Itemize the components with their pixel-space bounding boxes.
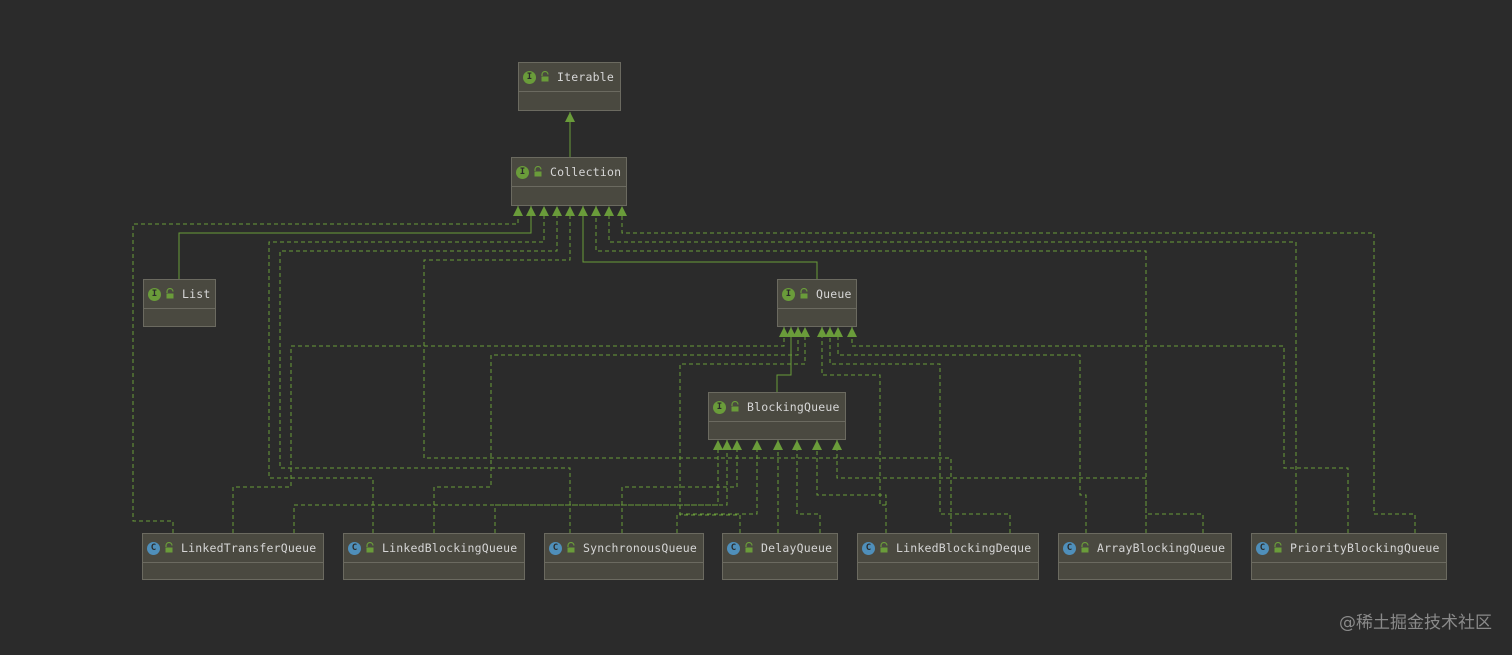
node-label: List (182, 287, 211, 301)
node-label: Queue (816, 287, 852, 301)
arrowhead-icon (832, 440, 842, 450)
lock-icon (880, 542, 888, 553)
interface-badge-icon: I (523, 70, 536, 84)
arrowhead-icon (617, 206, 627, 216)
arrowhead-icon (591, 206, 601, 216)
edge-line-15 (837, 327, 1087, 533)
class-badge-icon: C (348, 541, 361, 555)
node-label: LinkedBlockingDeque (896, 541, 1032, 555)
edge-line-20 (621, 440, 738, 533)
node-delayqueue[interactable]: C DelayQueue (722, 533, 838, 580)
edge-line-11 (232, 327, 785, 533)
edge-line-8 (595, 206, 1147, 533)
node-label: DelayQueue (761, 541, 833, 555)
class-badge-icon: C (1063, 541, 1076, 555)
edge-line-6 (279, 206, 571, 533)
edge-line-21 (676, 440, 758, 533)
node-label: LinkedTransferQueue (181, 541, 317, 555)
edge-line-10 (621, 206, 1416, 533)
edge-line-13 (679, 327, 806, 533)
edge-line-24 (816, 440, 887, 533)
edge-line-1 (178, 206, 532, 279)
lock-icon (567, 542, 575, 553)
arrowhead-icon (792, 440, 802, 450)
arrowhead-icon (565, 206, 575, 216)
class-badge-icon: C (147, 541, 160, 555)
lock-icon (534, 166, 542, 177)
node-label: BlockingQueue (747, 400, 840, 414)
node-synchronousqueue[interactable]: C SynchronousQueue (544, 533, 704, 580)
arrowhead-icon (526, 206, 536, 216)
edge-line-9 (608, 206, 1297, 533)
class-badge-icon: C (727, 541, 740, 555)
lock-icon (800, 288, 808, 299)
node-arrayblockingqueue[interactable]: C ArrayBlockingQueue (1058, 533, 1232, 580)
arrowhead-icon (773, 440, 783, 450)
node-linkedblockingdeque[interactable]: C LinkedBlockingDeque (857, 533, 1039, 580)
arrowhead-icon (825, 327, 835, 337)
interface-badge-icon: I (713, 400, 726, 414)
lock-icon (731, 401, 739, 412)
node-linkedblockingqueue[interactable]: C LinkedBlockingQueue (343, 533, 525, 580)
node-collection[interactable]: I Collection (511, 157, 627, 206)
node-priorityblockingqueue[interactable]: C PriorityBlockingQueue (1251, 533, 1447, 580)
edge-line-5 (268, 206, 545, 533)
interface-badge-icon: I (516, 165, 529, 179)
edge-line-7 (423, 206, 952, 533)
arrowhead-icon (833, 327, 843, 337)
edge-line-23 (796, 440, 821, 533)
edge-line-16 (851, 327, 1349, 533)
lock-icon (366, 542, 374, 553)
node-label: PriorityBlockingQueue (1290, 541, 1440, 555)
lock-icon (166, 288, 174, 299)
node-linkedtransferqueue[interactable]: C LinkedTransferQueue (142, 533, 324, 580)
edge-line-17 (829, 327, 1011, 533)
arrowhead-icon (604, 206, 614, 216)
edge-line-19 (494, 440, 728, 533)
interface-badge-icon: I (782, 287, 795, 301)
arrowhead-icon (793, 327, 803, 337)
arrowhead-icon (812, 440, 822, 450)
node-list[interactable]: I List (143, 279, 216, 327)
arrowhead-icon (722, 440, 732, 450)
arrowhead-icon (539, 206, 549, 216)
arrowhead-icon (513, 206, 523, 216)
interface-badge-icon: I (148, 287, 161, 301)
class-badge-icon: C (862, 541, 875, 555)
arrowhead-icon (752, 440, 762, 450)
arrowhead-icon (565, 112, 575, 122)
node-label: Iterable (557, 70, 614, 84)
lock-icon (745, 542, 753, 553)
edge-line-25 (836, 440, 1204, 533)
node-label: LinkedBlockingQueue (382, 541, 518, 555)
arrowhead-icon (847, 327, 857, 337)
class-badge-icon: C (549, 541, 562, 555)
lock-icon (1274, 542, 1282, 553)
lock-icon (1081, 542, 1089, 553)
class-badge-icon: C (1256, 541, 1269, 555)
watermark: @稀土掘金技术社区 (1339, 613, 1492, 633)
arrowhead-icon (800, 327, 810, 337)
arrowhead-icon (732, 440, 742, 450)
arrowhead-icon (552, 206, 562, 216)
node-queue[interactable]: I Queue (777, 279, 857, 327)
node-blockingqueue[interactable]: I BlockingQueue (708, 392, 846, 440)
edge-line-12 (433, 327, 799, 533)
arrowhead-icon (817, 327, 827, 337)
node-iterable[interactable]: I Iterable (518, 62, 621, 111)
edge-line-4 (132, 206, 519, 533)
arrowhead-icon (713, 440, 723, 450)
arrowhead-icon (779, 327, 789, 337)
lock-icon (541, 71, 549, 82)
node-label: ArrayBlockingQueue (1097, 541, 1226, 555)
node-label: SynchronousQueue (583, 541, 697, 555)
edge-line-2 (582, 206, 818, 279)
node-label: Collection (550, 165, 622, 179)
lock-icon (165, 542, 173, 553)
arrowhead-icon (786, 327, 796, 337)
arrowhead-icon (578, 206, 588, 216)
edge-line-3 (776, 327, 792, 392)
